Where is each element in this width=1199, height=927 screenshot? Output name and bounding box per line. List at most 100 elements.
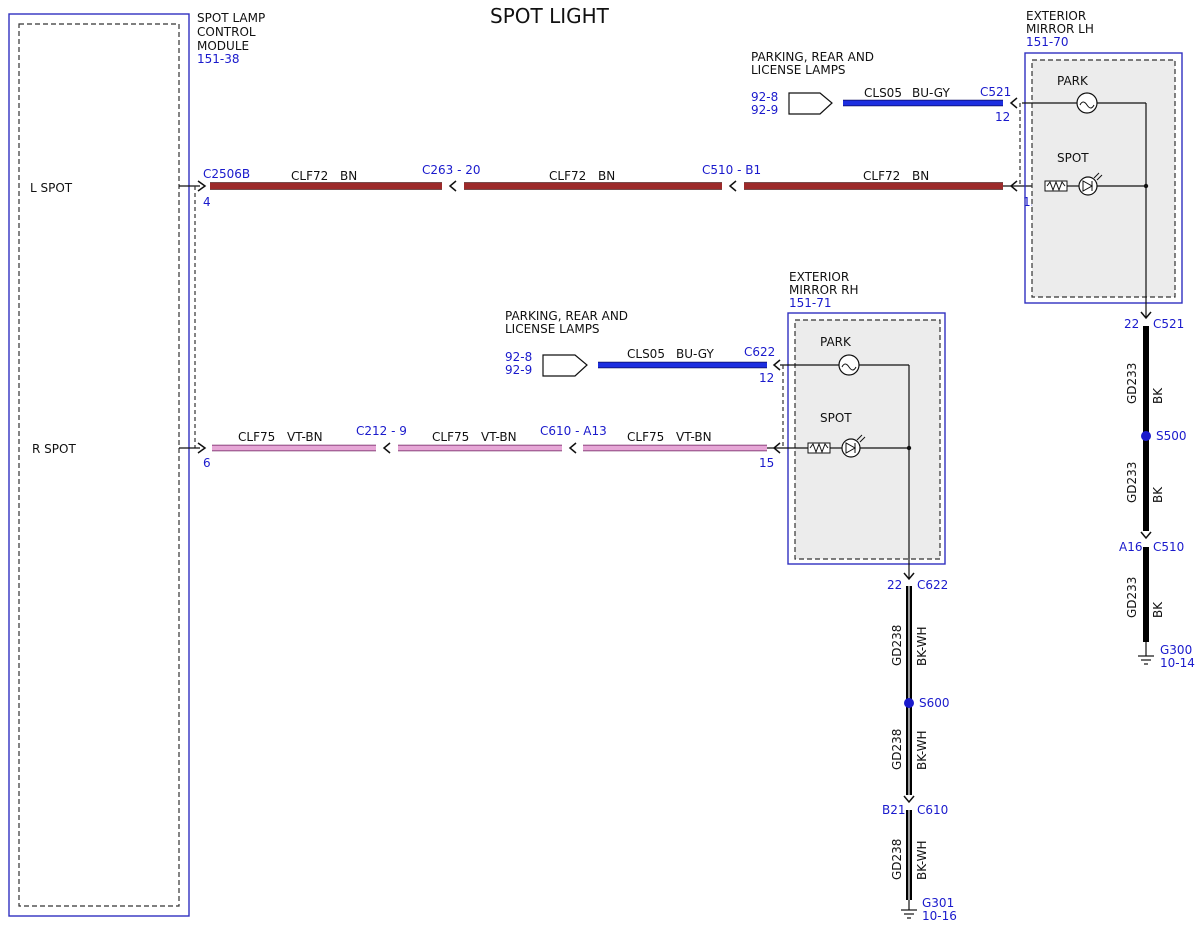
r-start-pin: 6 xyxy=(203,456,211,470)
plr-mid-ref-1: 92-8 xyxy=(505,350,532,364)
l-seg3-color: BN xyxy=(912,169,929,183)
plr-top-ref-2: 92-9 xyxy=(751,103,778,117)
c2506b-arrow xyxy=(197,180,207,192)
c521-ground-arrow xyxy=(1140,311,1152,320)
mirror-rh-outline xyxy=(787,312,946,565)
mirror-lh-name-line-2: MIRROR LH xyxy=(1026,22,1094,36)
c212-arrow xyxy=(382,442,391,454)
l-seg1-color: BN xyxy=(340,169,357,183)
c610-ground-pin: B21 xyxy=(882,803,906,817)
r-seg2-circuit: CLF75 xyxy=(432,430,469,444)
mirror-lh-outline xyxy=(1024,52,1183,304)
c263-arrow xyxy=(448,180,457,192)
l-spot-pin-label: L SPOT xyxy=(30,181,73,195)
mirror-lh-spot-label: SPOT xyxy=(1057,151,1089,165)
plr-mid-color: BU-GY xyxy=(676,347,714,361)
g301-label: G301 xyxy=(922,896,954,910)
l-seg2-circuit: CLF72 xyxy=(549,169,586,183)
rh-gw1-color: BK-WH xyxy=(915,626,929,666)
rh-park-filament xyxy=(841,363,857,371)
lh-led-triangle xyxy=(1082,180,1094,192)
plr-mid-arrow xyxy=(772,359,781,371)
r-start-arrow xyxy=(197,442,207,454)
r-seg1-circuit: CLF75 xyxy=(238,430,275,444)
plr-top-arrow xyxy=(1009,97,1018,109)
mirror-rh-name-line-2: MIRROR RH xyxy=(789,283,859,297)
c510-arrow xyxy=(728,180,737,192)
mirror-rh-name-line-1: EXTERIOR xyxy=(789,270,849,284)
rh-gw2-color: BK-WH xyxy=(915,730,929,770)
module-outline xyxy=(8,13,190,917)
r-seg2-color: VT-BN xyxy=(481,430,517,444)
module-name-line-2: CONTROL xyxy=(197,25,256,39)
g300-ref: 10-14 xyxy=(1160,656,1195,670)
ground-lh-circuit: 22 C521 GD233 BK S500 GD233 BK A16 C510 … xyxy=(1119,311,1195,670)
l-seg3-circuit: CLF72 xyxy=(863,169,900,183)
mirror-lh-inner xyxy=(1031,59,1176,298)
plr-top-ref-1: 92-8 xyxy=(751,90,778,104)
c521-ground-connector: C521 xyxy=(1153,317,1184,331)
plr-mid-pin: 12 xyxy=(759,371,774,385)
rh-gw3-color: BK-WH xyxy=(915,840,929,880)
c521-ground-pin: 22 xyxy=(1124,317,1139,331)
c212-connector: C212 - 9 xyxy=(356,424,407,438)
plr-mid-name-line-2: LICENSE LAMPS xyxy=(505,322,600,336)
lh-gw2-color: BK xyxy=(1151,486,1165,503)
c610-ground-connector: C610 xyxy=(917,803,948,817)
module-name-line-1: SPOT LAMP xyxy=(197,11,265,25)
c510-ground-connector: C510 xyxy=(1153,540,1184,554)
rh-mirror-pin15: 15 xyxy=(759,456,774,470)
c622-ground-pin: 22 xyxy=(887,578,902,592)
mirror-rh-inner xyxy=(794,319,941,560)
c510-ground-arrow xyxy=(1140,531,1152,540)
g300-label: G300 xyxy=(1160,643,1192,657)
rh-led-triangle xyxy=(845,442,857,454)
lh-resistor-zigzag xyxy=(1046,180,1066,192)
parking-rear-license-lamps-top: PARKING, REAR AND LICENSE LAMPS 92-8 92-… xyxy=(751,50,1021,186)
lh-gw3-circuit: GD233 xyxy=(1125,577,1139,618)
mirror-rh-ref: 151-71 xyxy=(789,296,832,310)
c622-ground-connector: C622 xyxy=(917,578,948,592)
lh-mirror-pin15-arrow xyxy=(1009,180,1018,192)
plr-top-name-line-1: PARKING, REAR AND xyxy=(751,50,874,64)
c622-ground-arrow xyxy=(903,572,915,581)
c610-ground-arrow xyxy=(903,795,915,804)
mirror-lh-ref: 151-70 xyxy=(1026,35,1069,49)
r-seg3-circuit: CLF75 xyxy=(627,430,664,444)
plr-top-circuit: CLS05 xyxy=(864,86,902,100)
s600-splice-label: S600 xyxy=(919,696,950,710)
lh-led-ray2 xyxy=(1096,174,1103,181)
g301-ref: 10-16 xyxy=(922,909,957,923)
plr-mid-connector: C622 xyxy=(744,345,775,359)
s600-splice-dot xyxy=(904,698,914,708)
lh-gw3-color: BK xyxy=(1151,601,1165,618)
l-spot-circuit: C2506B 4 CLF72 BN C263 - 20 CLF72 BN C51… xyxy=(179,163,1046,448)
c2506b-connector: C2506B xyxy=(203,167,250,181)
mirror-lh-name-line-1: EXTERIOR xyxy=(1026,9,1086,23)
module-name-line-3: MODULE xyxy=(197,39,249,53)
rh-gw2-circuit: GD238 xyxy=(890,729,904,770)
plr-mid-circuit: CLS05 xyxy=(627,347,665,361)
s500-splice-label: S500 xyxy=(1156,429,1187,443)
parking-rear-license-lamps-mid: PARKING, REAR AND LICENSE LAMPS 92-8 92-… xyxy=(505,309,784,448)
plr-top-connector: C521 xyxy=(980,85,1011,99)
exterior-mirror-lh: EXTERIOR MIRROR LH 151-70 PARK SPOT xyxy=(1022,9,1183,318)
plr-mid-ref-2: 92-9 xyxy=(505,363,532,377)
plr-top-connector-icon xyxy=(788,92,833,115)
c610-connector: C610 - A13 xyxy=(540,424,607,438)
plr-top-color: BU-GY xyxy=(912,86,950,100)
module-ref: 151-38 xyxy=(197,52,240,66)
rh-led-ray1 xyxy=(856,434,863,441)
l-seg2-color: BN xyxy=(598,169,615,183)
rh-park-bulb-icon xyxy=(838,354,860,376)
plr-mid-name-line-1: PARKING, REAR AND xyxy=(505,309,628,323)
r-seg3-color: VT-BN xyxy=(676,430,712,444)
spot-lamp-control-module: SPOT LAMP CONTROL MODULE 151-38 L SPOT R… xyxy=(8,11,265,917)
c2506b-pin: 4 xyxy=(203,195,211,209)
mirror-rh-park-label: PARK xyxy=(820,335,852,349)
lh-park-filament xyxy=(1079,101,1095,109)
rh-gw1-circuit: GD238 xyxy=(890,625,904,666)
plr-top-name-line-2: LICENSE LAMPS xyxy=(751,63,846,77)
c510-ground-pin: A16 xyxy=(1119,540,1142,554)
